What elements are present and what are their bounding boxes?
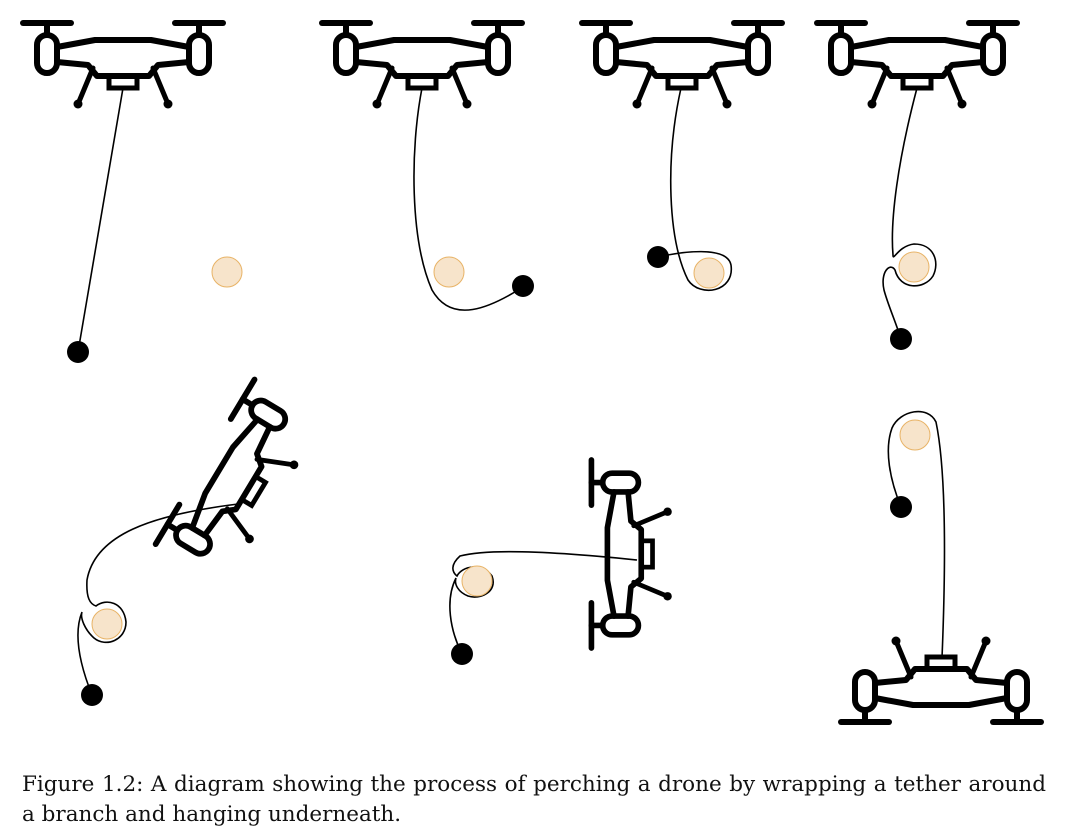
perching-diagram	[0, 0, 1068, 740]
stage-1	[23, 23, 243, 363]
tether-weight-icon	[647, 246, 669, 268]
quadcopter-drone-icon	[23, 23, 223, 109]
branch-cross-section-icon	[433, 256, 465, 288]
tether-weight-icon	[890, 496, 912, 518]
tether-weight-icon	[67, 341, 89, 363]
branch-cross-section-icon	[693, 257, 725, 289]
stage-4	[817, 23, 1017, 350]
stage-7	[841, 410, 1041, 723]
tether-weight-icon	[890, 328, 912, 350]
quadcopter-drone-icon	[582, 23, 782, 109]
figure-caption: Figure 1.2: A diagram showing the proces…	[22, 771, 1046, 827]
branch-cross-section-icon	[898, 251, 930, 283]
tether	[413, 87, 524, 311]
tether-weight-icon	[512, 275, 534, 297]
stage-6	[449, 460, 672, 665]
tether-weight-icon	[81, 684, 103, 706]
stage-5	[77, 380, 325, 706]
quadcopter-drone-icon	[156, 380, 325, 587]
branch-cross-section-icon	[899, 419, 931, 451]
stage-3	[582, 23, 782, 292]
quadcopter-drone-icon	[322, 23, 522, 109]
branch-cross-section-icon	[211, 256, 243, 288]
tether	[77, 87, 124, 353]
quadcopter-drone-icon	[591, 460, 671, 648]
tether	[77, 503, 239, 696]
tether	[657, 87, 732, 292]
quadcopter-drone-icon	[841, 637, 1041, 723]
branch-cross-section-icon	[91, 608, 123, 640]
branch-cross-section-icon	[461, 565, 493, 597]
tether	[887, 410, 946, 659]
tether-weight-icon	[451, 643, 473, 665]
tether	[882, 87, 937, 340]
quadcopter-drone-icon	[817, 23, 1017, 109]
stage-2	[322, 23, 534, 311]
